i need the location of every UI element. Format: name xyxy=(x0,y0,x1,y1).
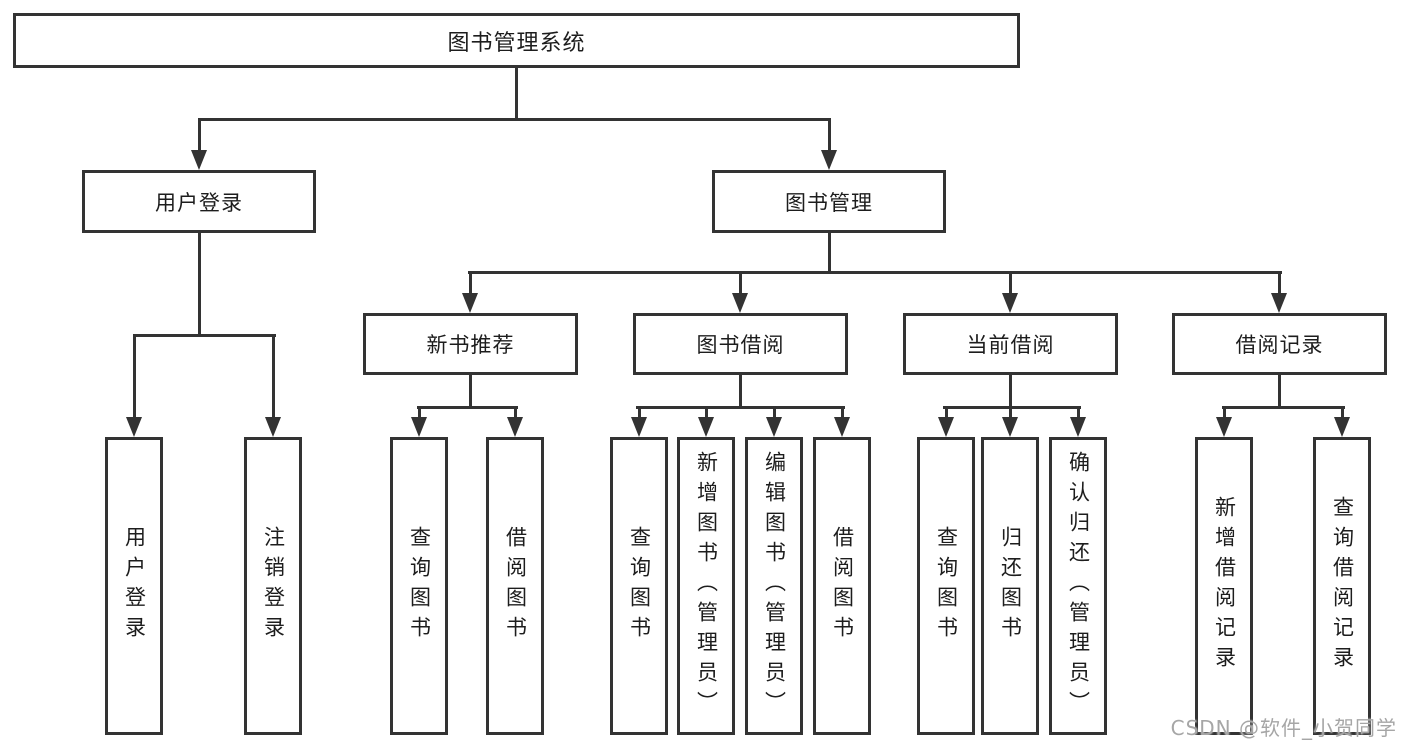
node-book-management: 图书管理 xyxy=(712,170,946,233)
arrow-down-icon xyxy=(1002,293,1018,313)
leaf-newbook-query-books: 查询图书 xyxy=(390,437,448,735)
connector-user-login-rail xyxy=(133,334,276,337)
connector-arrow-stem xyxy=(1009,273,1012,295)
connector-arrow-stem xyxy=(841,408,844,419)
arrow-down-icon xyxy=(821,150,837,170)
connector-book-borrow-rail xyxy=(636,406,845,409)
connector-arrow-stem xyxy=(828,120,831,152)
leaf-label: 借阅图书 xyxy=(503,526,528,646)
node-label: 用户登录 xyxy=(155,190,243,215)
leaf-records-query-borrow-record: 查询借阅记录 xyxy=(1313,437,1371,735)
connector-root-stem xyxy=(515,68,518,121)
connector-arrow-stem xyxy=(739,273,742,295)
node-root-library-system: 图书管理系统 xyxy=(13,13,1020,68)
connector-arrow-stem xyxy=(773,408,776,419)
connector-arrow-stem xyxy=(198,120,201,152)
leaf-borrow-borrow-books: 借阅图书 xyxy=(813,437,871,735)
leaf-label: 新增图书（管理员） xyxy=(694,451,719,721)
connector-arrow-stem xyxy=(272,336,275,419)
arrow-down-icon xyxy=(265,417,281,437)
arrow-down-icon xyxy=(1271,293,1287,313)
arrow-down-icon xyxy=(462,293,478,313)
node-label: 新书推荐 xyxy=(426,333,515,357)
leaf-current-query-books: 查询图书 xyxy=(917,437,975,735)
leaf-label: 借阅图书 xyxy=(830,526,855,646)
arrow-down-icon xyxy=(834,417,850,437)
connector-arrow-stem xyxy=(1077,408,1080,419)
leaf-label: 查询图书 xyxy=(407,526,432,646)
connector-arrow-stem xyxy=(705,408,708,419)
connector-current-borrow-stem xyxy=(1009,375,1012,409)
leaf-label: 查询图书 xyxy=(627,526,652,646)
csdn-watermark: CSDN @软件_小贺同学 xyxy=(1170,716,1397,740)
connector-borrow-records-stem xyxy=(1278,375,1281,409)
leaf-user-login: 用户登录 xyxy=(105,437,163,735)
node-borrow-records: 借阅记录 xyxy=(1172,313,1387,375)
arrow-down-icon xyxy=(411,417,427,437)
leaf-label: 新增借阅记录 xyxy=(1212,496,1237,676)
connector-user-login-stem xyxy=(198,233,201,337)
node-current-borrow: 当前借阅 xyxy=(903,313,1118,375)
connector-arrow-stem xyxy=(133,336,136,419)
leaf-label: 编辑图书（管理员） xyxy=(762,451,787,721)
node-book-borrow: 图书借阅 xyxy=(633,313,848,375)
connector-arrow-stem xyxy=(945,408,948,419)
connector-arrow-stem xyxy=(1341,408,1344,419)
leaf-borrow-query-books: 查询图书 xyxy=(610,437,668,735)
connector-arrow-stem xyxy=(1223,408,1226,419)
connector-arrow-stem xyxy=(638,408,641,419)
connector-arrow-stem xyxy=(1278,273,1281,295)
node-user-login: 用户登录 xyxy=(82,170,316,233)
arrow-down-icon xyxy=(938,417,954,437)
leaf-label: 注销登录 xyxy=(261,526,286,646)
connector-book-borrow-stem xyxy=(739,375,742,409)
node-label: 图书借阅 xyxy=(696,333,785,357)
connector-current-borrow-rail xyxy=(943,406,1081,409)
leaf-label: 查询图书 xyxy=(934,526,959,646)
node-new-book-recommend: 新书推荐 xyxy=(363,313,578,375)
leaf-label: 用户登录 xyxy=(122,526,147,646)
arrow-down-icon xyxy=(1334,417,1350,437)
leaf-label: 确认归还（管理员） xyxy=(1066,451,1091,721)
connector-arrow-stem xyxy=(1009,408,1012,419)
connector-borrow-records-rail xyxy=(1222,406,1345,409)
leaf-borrow-add-books-admin: 新增图书（管理员） xyxy=(677,437,735,735)
arrow-down-icon xyxy=(1002,417,1018,437)
arrow-down-icon xyxy=(698,417,714,437)
leaf-records-add-borrow-record: 新增借阅记录 xyxy=(1195,437,1253,735)
connector-arrow-stem xyxy=(418,408,421,419)
connector-level2-rail xyxy=(198,118,831,121)
node-label: 图书管理 xyxy=(785,190,873,215)
node-label: 借阅记录 xyxy=(1235,333,1324,357)
connector-book-mgmt-stem xyxy=(828,233,831,274)
arrow-down-icon xyxy=(766,417,782,437)
connector-arrow-stem xyxy=(469,273,472,295)
connector-arrow-stem xyxy=(514,408,517,419)
leaf-current-confirm-return-admin: 确认归还（管理员） xyxy=(1049,437,1107,735)
arrow-down-icon xyxy=(1216,417,1232,437)
leaf-current-return-books: 归还图书 xyxy=(981,437,1039,735)
arrow-down-icon xyxy=(631,417,647,437)
arrow-down-icon xyxy=(1070,417,1086,437)
connector-new-book-rail xyxy=(417,406,518,409)
node-label: 当前借阅 xyxy=(966,333,1055,357)
leaf-label: 查询借阅记录 xyxy=(1330,496,1355,676)
arrow-down-icon xyxy=(191,150,207,170)
leaf-borrow-edit-books-admin: 编辑图书（管理员） xyxy=(745,437,803,735)
connector-new-book-stem xyxy=(469,375,472,409)
arrow-down-icon xyxy=(126,417,142,437)
leaf-newbook-borrow-books: 借阅图书 xyxy=(486,437,544,735)
arrow-down-icon xyxy=(507,417,523,437)
leaf-label: 归还图书 xyxy=(998,526,1023,646)
connector-level3-rail xyxy=(468,271,1282,274)
node-label: 图书管理系统 xyxy=(447,30,586,56)
arrow-down-icon xyxy=(732,293,748,313)
leaf-logout: 注销登录 xyxy=(244,437,302,735)
